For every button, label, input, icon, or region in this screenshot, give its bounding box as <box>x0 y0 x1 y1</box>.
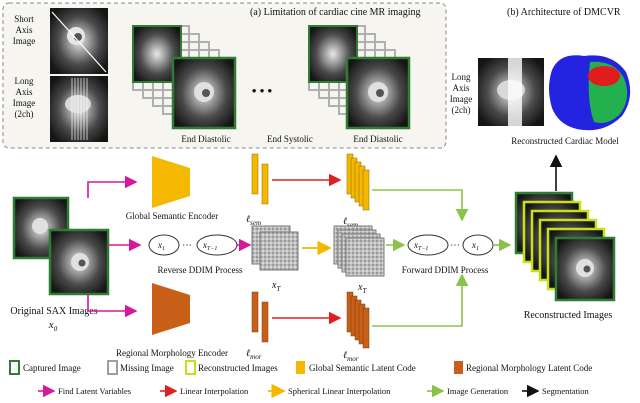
svg-text:Short: Short <box>14 14 34 24</box>
svg-text:xT−1: xT−1 <box>413 240 428 252</box>
xT-symbol: xT <box>271 280 281 293</box>
l-sem-symbol-2: ℓsem <box>343 216 358 229</box>
legend-segmentation: Segmentation <box>522 384 589 398</box>
svg-text:Linear Interpolation: Linear Interpolation <box>180 386 249 396</box>
l-sem-codes <box>251 153 269 205</box>
noise-xT-interpolated <box>333 225 385 277</box>
l-mor-symbol: ℓmor <box>246 348 262 361</box>
x0-symbol: x0 <box>48 319 58 333</box>
reverse-dots: ⋯ <box>182 240 192 251</box>
svg-text:Axis: Axis <box>15 87 33 97</box>
legend-row-2: Find Latent Variables Linear Interpolati… <box>38 383 589 399</box>
reverse-xT1-node: xT−1 <box>196 234 238 256</box>
svg-text:Axis: Axis <box>15 25 33 35</box>
forward-dots: ⋯ <box>450 240 460 251</box>
svg-text:Find Latent Variables: Find Latent Variables <box>58 386 131 396</box>
svg-text:(2ch): (2ch) <box>452 105 471 115</box>
svg-text:Axis: Axis <box>452 83 470 93</box>
gen-arrow-mor <box>372 273 469 327</box>
svg-text:Captured Image: Captured Image <box>23 363 81 373</box>
inset-stack-end-diastolic-1 <box>132 25 237 130</box>
svg-text:Long: Long <box>452 72 471 82</box>
original-sax-images <box>12 196 110 296</box>
gen-arrow-sem <box>372 189 469 222</box>
cardiac-model-3d <box>549 55 631 131</box>
l-sem-symbol: ℓsem <box>246 214 261 227</box>
forward-xT1-node: xT−1 <box>407 234 449 256</box>
reconstructed-images-stack <box>514 191 616 302</box>
svg-text:Reconstructed Images: Reconstructed Images <box>198 363 278 373</box>
svg-text:(2ch): (2ch) <box>15 109 34 119</box>
phase-label-2: End Systolic <box>267 134 313 144</box>
short-axis-image <box>50 8 108 74</box>
reverse-ddim-label: Reverse DDIM Process <box>158 265 243 275</box>
legend-linear: Linear Interpolation <box>160 384 249 398</box>
right-long-axis-label: Long Axis Image (2ch) <box>450 72 473 115</box>
l-mor-codes <box>251 291 269 343</box>
long-axis-image-inset <box>50 76 108 142</box>
reverse-x1-node: x1 <box>148 234 180 256</box>
svg-text:xT−1: xT−1 <box>202 240 217 252</box>
legend-regional: Regional Morphology Latent Code <box>454 361 592 374</box>
long-axis-label: Long Axis Image (2ch) <box>13 76 36 119</box>
right-long-axis-image <box>478 58 544 126</box>
svg-text:Image: Image <box>13 98 36 108</box>
short-axis-label: Short Axis Image <box>13 14 36 46</box>
global-semantic-encoder <box>152 156 190 208</box>
find-arrow-regional <box>87 294 138 318</box>
svg-text:Image Generation: Image Generation <box>447 386 509 396</box>
reconstructed-model-label: Reconstructed Cardiac Model <box>511 136 619 146</box>
phase-label-3: End Diastolic <box>353 134 402 144</box>
legend-missing: Missing Image <box>107 360 174 375</box>
inset-stack-end-diastolic-2 <box>308 25 411 130</box>
phase-label-1: End Diastolic <box>181 134 230 144</box>
l-mor-symbol-2: ℓmor <box>343 350 359 363</box>
l-mor-interpolated <box>346 291 370 349</box>
legend-find: Find Latent Variables <box>38 384 131 398</box>
legend-row-1: Captured Image Missing Image Reconstruct… <box>9 360 592 375</box>
panel-a-title: (a) Limitation of cardiac cine MR imagin… <box>250 7 421 18</box>
legend-global: Global Semantic Latent Code <box>296 361 416 374</box>
global-encoder-label: Global Semantic Encoder <box>126 211 218 221</box>
legend-generation: Image Generation <box>427 384 509 398</box>
legend-slerp: Spherical Linear Interpolation <box>268 383 391 399</box>
svg-text:x1: x1 <box>157 240 165 252</box>
svg-text:Long: Long <box>15 76 34 86</box>
find-arrow-global <box>87 175 138 198</box>
panel-b-title: (b) Architecture of DMCVR <box>507 7 621 18</box>
svg-text:x1: x1 <box>471 240 479 252</box>
svg-text:Image: Image <box>13 36 36 46</box>
l-sem-interpolated <box>346 153 370 211</box>
svg-text:Missing Image: Missing Image <box>120 363 174 373</box>
xT-symbol-2: xT <box>357 282 367 295</box>
noise-xT <box>251 225 299 271</box>
legend-reconstructed: Reconstructed Images <box>185 360 278 375</box>
regional-morphology-encoder <box>152 283 190 335</box>
inset-ellipsis: • • • <box>252 83 273 98</box>
forward-x1-node: x1 <box>462 234 494 256</box>
forward-ddim-label: Forward DDIM Process <box>402 265 489 275</box>
svg-text:Regional Morphology Latent Cod: Regional Morphology Latent Code <box>466 363 592 373</box>
svg-text:Image: Image <box>450 94 473 104</box>
svg-text:Segmentation: Segmentation <box>542 386 589 396</box>
regional-encoder-label: Regional Morphology Encoder <box>116 348 228 358</box>
svg-text:Spherical Linear Interpolation: Spherical Linear Interpolation <box>288 386 391 396</box>
svg-text:Global Semantic Latent Code: Global Semantic Latent Code <box>309 363 416 373</box>
reconstructed-images-label: Reconstructed Images <box>524 310 613 321</box>
legend-captured: Captured Image <box>9 360 81 375</box>
input-images-label: Original SAX Images <box>10 306 97 317</box>
